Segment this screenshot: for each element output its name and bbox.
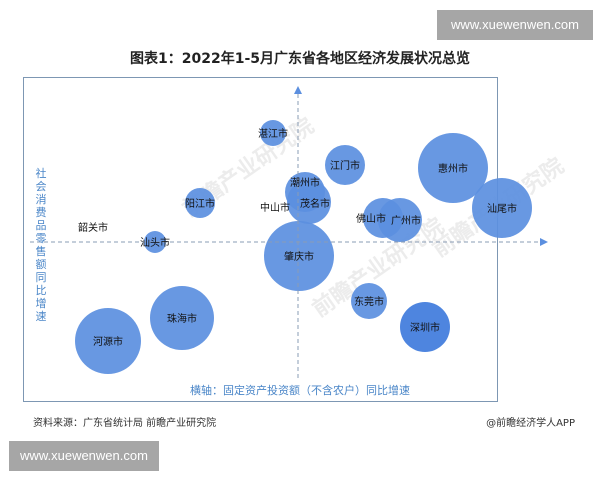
bubble-label: 佛山市 (356, 212, 386, 225)
bubble-label: 东莞市 (354, 295, 384, 308)
bubble-point (264, 221, 334, 291)
bubble-point (185, 188, 215, 218)
bubble-label: 潮州市 (290, 176, 320, 189)
bubble-label: 广州市 (391, 214, 421, 227)
bubble-point (144, 231, 166, 253)
bubble-label: 中山市 (260, 201, 290, 214)
bubble-point (378, 198, 422, 242)
chart-title: 图表1：2022年1-5月广东省各地区经济发展状况总览 (130, 51, 470, 67)
bubble-label: 湛江市 (258, 127, 288, 140)
bubble-point (75, 308, 141, 374)
x-axis-label: 横轴：固定资产投资额（不含农户）同比增速 (190, 384, 410, 397)
watermark-top: www.xuewenwen.com (437, 10, 593, 40)
bubble-point (418, 133, 488, 203)
y-axis-label: 社会消费品零售额同比增速 (35, 167, 47, 323)
bubble-point (400, 302, 450, 352)
labels-layer: 湛江市江门市 惠州市汕尾市 阳江市 潮州市茂名市中山市佛山市广州市韶关市汕头市肇庆市珠… (78, 127, 517, 348)
chart-frame (23, 77, 498, 402)
bubble-label: 阳江市 (185, 197, 215, 210)
bubble-label: 惠州市 (438, 162, 468, 175)
bubble-label: 韶关市 (78, 221, 108, 234)
bubble-label: 珠海市 (167, 312, 197, 325)
source-note: 资料来源：广东省统计局 前瞻产业研究院 (33, 418, 217, 429)
watermark-bottom: www.xuewenwen.com (9, 441, 159, 471)
bubble-label: 河源市 (93, 335, 123, 348)
bubble-point (260, 120, 286, 146)
bubble-point (472, 178, 532, 238)
bubble-label: 江门市 (330, 159, 360, 172)
bubble-point (325, 145, 365, 185)
bubble-label: 汕头市 (140, 236, 170, 249)
bubbles-layer (75, 120, 532, 374)
bubble-label: 深圳市 (410, 321, 440, 334)
bubble-point (150, 286, 214, 350)
bubble-label: 汕尾市 (487, 202, 517, 215)
bubble-label: 茂名市 (300, 197, 330, 210)
bubble-label: 肇庆市 (284, 250, 314, 263)
bubble-point (351, 283, 387, 319)
credit-note: @前瞻经济学人APP (486, 418, 575, 429)
